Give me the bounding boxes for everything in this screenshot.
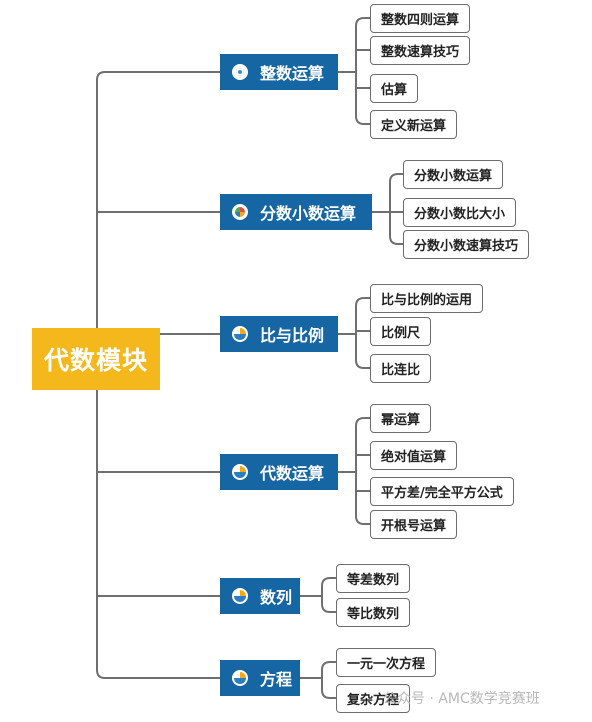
root-node: 代数模块 [32, 328, 160, 390]
branch-label: 数列 [260, 588, 293, 607]
leaf-node: 等差数列 [336, 564, 411, 593]
watermark-label: 公众号 · AMC数学竞赛班 [383, 691, 540, 707]
pie-chart-icon [232, 670, 248, 686]
leaf-label: 平方差/完全平方公式 [381, 486, 503, 501]
leaf-node: 幂运算 [370, 404, 432, 433]
leaf-node: 整数四则运算 [370, 4, 471, 33]
branch-label: 比与比例 [260, 326, 325, 345]
leaf-label: 等差数列 [347, 573, 400, 588]
branch-algebra-operations: 代数运算 [220, 454, 338, 490]
branch-fraction-decimal: 分数小数运算 [220, 194, 372, 230]
target-icon [232, 64, 248, 80]
watermark: 公众号 · AMC数学竞赛班 [383, 688, 540, 708]
leaf-node: 估算 [370, 74, 419, 103]
branch-label: 代数运算 [260, 464, 325, 483]
leaf-label: 开根号运算 [381, 519, 447, 534]
leaf-label: 整数四则运算 [381, 13, 460, 28]
leaf-label: 分数小数速算技巧 [414, 239, 519, 254]
leaf-label: 比与比例的运用 [381, 293, 473, 308]
branch-equation: 方程 [220, 660, 300, 696]
branch-label: 方程 [260, 670, 293, 689]
leaf-node: 整数速算技巧 [370, 36, 471, 65]
leaf-label: 比连比 [381, 363, 421, 378]
leaf-node: 等比数列 [336, 598, 411, 627]
leaf-node: 分数小数比大小 [403, 198, 517, 227]
leaf-label: 绝对值运算 [381, 450, 447, 465]
leaf-label: 整数速算技巧 [381, 45, 460, 60]
leaf-node: 分数小数运算 [403, 160, 504, 189]
branch-sequence: 数列 [220, 578, 300, 614]
leaf-node: 平方差/完全平方公式 [370, 477, 514, 506]
leaf-node: 定义新运算 [370, 110, 458, 139]
branch-label: 分数小数运算 [260, 204, 357, 223]
leaf-label: 等比数列 [347, 607, 400, 622]
leaf-label: 分数小数比大小 [414, 207, 506, 222]
leaf-node: 比连比 [370, 354, 432, 383]
leaf-node: 复杂方程 [336, 684, 411, 713]
leaf-label: 定义新运算 [381, 119, 447, 134]
leaf-label: 一元一次方程 [347, 657, 426, 672]
leaf-label: 幂运算 [381, 413, 421, 428]
leaf-label: 比例尺 [381, 326, 421, 341]
branch-ratio: 比与比例 [220, 316, 338, 352]
branch-label: 整数运算 [260, 64, 325, 83]
pie-chart-icon [232, 326, 248, 342]
leaf-node: 分数小数速算技巧 [403, 230, 530, 259]
leaf-node: 绝对值运算 [370, 441, 458, 470]
root-label: 代数模块 [43, 346, 148, 375]
pie-chart-icon [232, 464, 248, 480]
mixed-icon [232, 204, 248, 220]
leaf-label: 复杂方程 [347, 693, 400, 708]
leaf-node: 比例尺 [370, 317, 432, 346]
leaf-node: 一元一次方程 [336, 648, 437, 677]
pie-chart-icon [232, 588, 248, 604]
leaf-label: 分数小数运算 [414, 169, 493, 184]
leaf-node: 开根号运算 [370, 510, 458, 539]
branch-integer-arithmetic: 整数运算 [220, 54, 338, 90]
leaf-label: 估算 [381, 83, 408, 98]
leaf-node: 比与比例的运用 [370, 284, 484, 313]
